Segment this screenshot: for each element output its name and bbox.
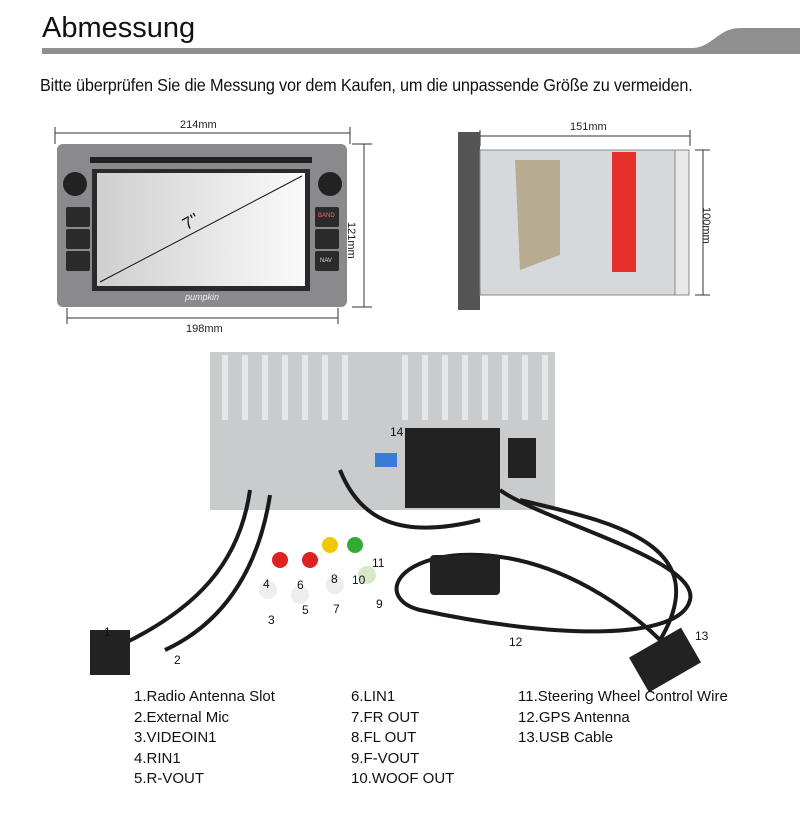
callout-6: 6 xyxy=(297,578,304,592)
band-button: BAND xyxy=(318,213,335,219)
legend-item: 11.Steering Wheel Control Wire xyxy=(518,688,728,705)
callout-10: 10 xyxy=(352,573,366,587)
brand-logo: pumpkin xyxy=(185,292,220,302)
legend-column-3: 11.Steering Wheel Control Wire 12.GPS An… xyxy=(518,687,728,749)
front-width-label: 214mm xyxy=(180,119,217,131)
screen-width-label: 198mm xyxy=(186,323,223,335)
side-depth-label: 151mm xyxy=(570,121,607,133)
callout-13: 13 xyxy=(695,629,709,643)
callout-12: 12 xyxy=(509,635,523,649)
legend-item: 8.FL OUT xyxy=(351,729,417,747)
page-subtitle: Bitte überprüfen Sie die Messung vor dem… xyxy=(40,75,693,95)
legend-item: 7.FR OUT xyxy=(351,708,420,726)
page-title: Abmessung xyxy=(42,12,196,44)
legend-item: 10.WOOF OUT xyxy=(351,770,455,788)
callout-5: 5 xyxy=(302,603,309,617)
legend-item: 4.RIN1 xyxy=(134,749,181,767)
nav-button: NAV xyxy=(320,258,332,264)
legend-item: 3.VIDEOIN1 xyxy=(134,729,217,747)
legend-item: 5.R-VOUT xyxy=(134,770,205,788)
legend-item: 2.External Mic xyxy=(134,708,230,726)
callout-2: 2 xyxy=(174,653,181,667)
legend-item: 12.GPS Antenna xyxy=(518,708,630,726)
callout-3: 3 xyxy=(268,613,275,627)
legend-item: 1.Radio Antenna Slot xyxy=(134,688,275,705)
legend-item: 13.USB Cable xyxy=(518,729,614,747)
callout-7: 7 xyxy=(333,602,340,616)
callout-4: 4 xyxy=(263,577,270,591)
callout-14: 14 xyxy=(390,425,404,439)
callout-11: 11 xyxy=(372,556,385,570)
legend-item: 9.F-VOUT xyxy=(351,749,420,767)
legend-column-1: 1.Radio Antenna Slot 2.External Mic 3.VI… xyxy=(134,687,275,790)
callout-1: 1 xyxy=(104,625,111,639)
callout-9: 9 xyxy=(376,597,383,611)
callout-8: 8 xyxy=(331,572,338,586)
legend-column-2: 6.LIN1 7.FR OUT 8.FL OUT 9.F-VOUT 10.WOO… xyxy=(351,687,454,790)
legend-item: 6.LIN1 xyxy=(351,688,396,705)
